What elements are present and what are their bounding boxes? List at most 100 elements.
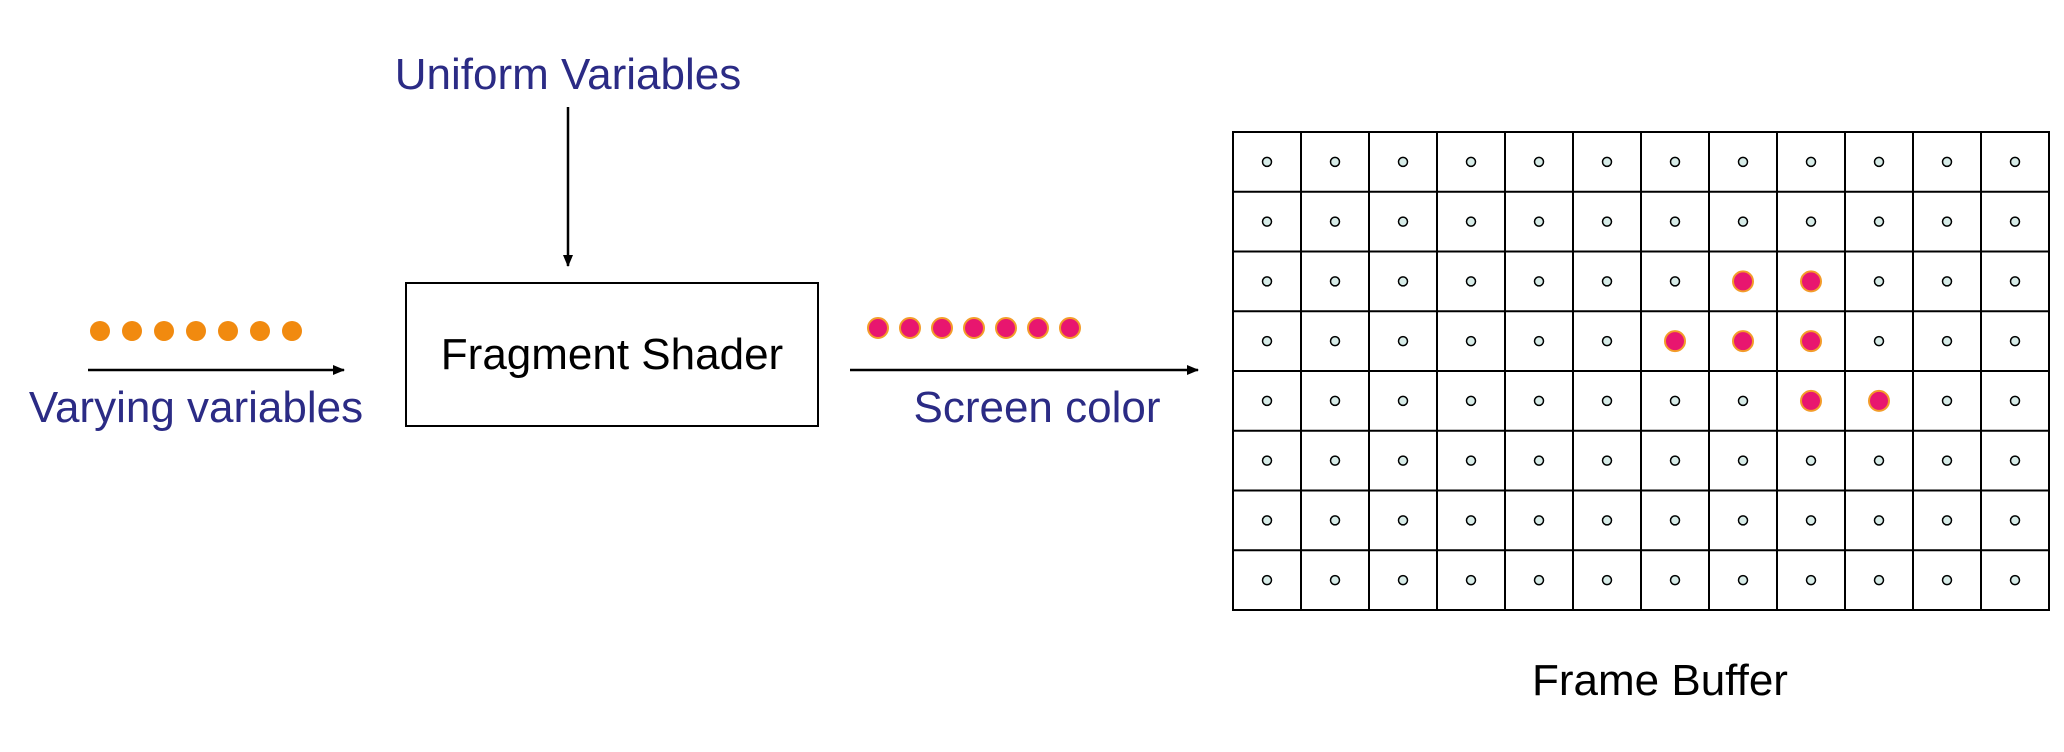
empty-pixel [1805,216,1817,227]
empty-pixel [1329,515,1341,526]
empty-pixel [1329,455,1341,466]
empty-pixel [1261,455,1273,466]
empty-pixel [1397,515,1409,526]
empty-pixel [1601,515,1613,526]
empty-pixel [1941,455,1953,466]
screen-color-dots [867,317,1081,339]
empty-pixel [1465,455,1477,466]
empty-pixel [1601,574,1613,586]
empty-pixel [1533,335,1545,347]
empty-pixel [2009,395,2021,407]
empty-pixel [1669,574,1681,586]
empty-pixel [1465,395,1477,407]
empty-pixel [1329,276,1341,287]
empty-pixel [1941,515,1953,526]
empty-pixel [1601,455,1613,466]
lit-pixel [1868,389,1890,412]
screen-color-dot [995,317,1017,339]
empty-pixel [1533,276,1545,287]
frame-buffer-label: Frame Buffer [1532,656,1788,705]
fragment-shader-box [405,282,819,427]
empty-pixel [1465,156,1477,168]
empty-pixel [1873,455,1885,466]
varying-variables-label: Varying variables [29,383,363,432]
empty-pixel [1261,515,1273,526]
empty-pixel [1601,395,1613,407]
empty-pixel [1533,395,1545,407]
empty-pixel [1941,216,1953,227]
screen-color-dot [963,317,985,339]
empty-pixel [2009,574,2021,586]
screen-color-label: Screen color [913,383,1160,432]
empty-pixel [1601,216,1613,227]
varying-dot [250,321,270,341]
varying-dot [90,321,110,341]
empty-pixel [1329,574,1341,586]
varying-dot [282,321,302,341]
empty-pixel [2009,515,2021,526]
empty-pixel [1873,156,1885,168]
empty-pixel [1941,574,1953,586]
empty-pixel [1669,216,1681,227]
frame-buffer-grid [1232,131,2050,611]
frame-buffer-gridlines [1232,131,2050,611]
empty-pixel [1669,395,1681,407]
lit-pixel [1664,330,1686,353]
empty-pixel [1261,156,1273,168]
empty-pixel [1465,515,1477,526]
empty-pixel [1873,335,1885,347]
screen-color-dot [931,317,953,339]
empty-pixel [1873,515,1885,526]
empty-pixel [1261,395,1273,407]
empty-pixel [1397,276,1409,287]
screen-color-dot [1059,317,1081,339]
empty-pixel [1669,156,1681,168]
empty-pixel [1397,335,1409,347]
empty-pixel [1601,276,1613,287]
lit-pixel [1800,330,1822,353]
varying-dot [154,321,174,341]
empty-pixel [1465,216,1477,227]
varying-dot [122,321,142,341]
empty-pixel [1737,574,1749,586]
empty-pixel [1669,276,1681,287]
empty-pixel [1261,574,1273,586]
lit-pixel [1800,389,1822,412]
empty-pixel [1397,216,1409,227]
empty-pixel [1805,455,1817,466]
lit-pixel [1732,270,1754,293]
screen-color-dot [1027,317,1049,339]
lit-pixel [1800,270,1822,293]
fragment-shader-label: Fragment Shader [441,330,783,379]
empty-pixel [1329,395,1341,407]
empty-pixel [1329,156,1341,168]
empty-pixel [1533,515,1545,526]
lit-pixel [1732,330,1754,353]
empty-pixel [1261,216,1273,227]
screen-color-dot [899,317,921,339]
empty-pixel [1941,276,1953,287]
empty-pixel [1601,335,1613,347]
empty-pixel [2009,276,2021,287]
empty-pixel [1805,515,1817,526]
empty-pixel [1941,335,1953,347]
empty-pixel [1465,335,1477,347]
frame-buffer-pixels [1261,156,2021,586]
empty-pixel [1805,574,1817,586]
empty-pixel [2009,216,2021,227]
empty-pixel [1873,574,1885,586]
empty-pixel [2009,156,2021,168]
empty-pixel [1669,455,1681,466]
empty-pixel [1737,395,1749,407]
empty-pixel [1329,335,1341,347]
empty-pixel [1737,156,1749,168]
empty-pixel [1397,156,1409,168]
empty-pixel [1397,395,1409,407]
empty-pixel [1873,276,1885,287]
empty-pixel [1397,574,1409,586]
empty-pixel [1601,156,1613,168]
empty-pixel [2009,335,2021,347]
varying-dot [218,321,238,341]
